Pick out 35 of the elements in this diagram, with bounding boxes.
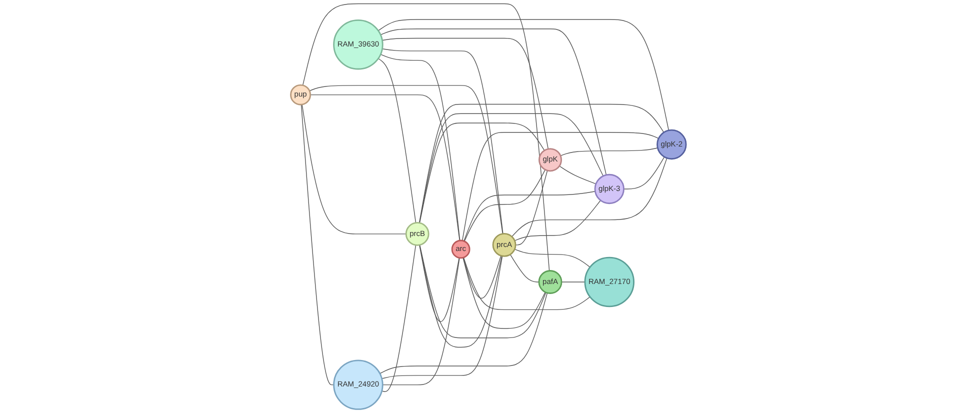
connector	[308, 85, 503, 234]
connector	[463, 191, 596, 242]
connector	[558, 166, 596, 184]
connector	[462, 257, 546, 329]
connector	[382, 38, 548, 150]
connector	[310, 94, 460, 241]
connector	[418, 244, 502, 348]
connector	[560, 148, 658, 156]
connector	[382, 258, 460, 386]
connector	[514, 248, 590, 268]
connector	[378, 58, 416, 224]
connector	[301, 104, 406, 234]
connector	[302, 3, 550, 272]
connector	[462, 255, 501, 299]
connector	[382, 48, 503, 234]
connector	[379, 292, 548, 374]
connector	[418, 113, 604, 224]
connector	[509, 254, 539, 282]
connector	[418, 244, 460, 322]
connector	[380, 54, 460, 241]
connector	[300, 104, 334, 386]
connector	[381, 256, 502, 380]
connector	[381, 244, 416, 392]
connector	[380, 28, 606, 176]
connector	[464, 169, 546, 242]
connector	[462, 132, 659, 241]
connector	[623, 156, 664, 190]
connector	[418, 104, 664, 224]
connector	[462, 257, 590, 310]
connector	[514, 170, 548, 246]
connector	[378, 19, 669, 131]
connector	[418, 122, 544, 224]
connector	[419, 244, 546, 338]
connector	[514, 200, 601, 242]
connector	[511, 158, 667, 237]
